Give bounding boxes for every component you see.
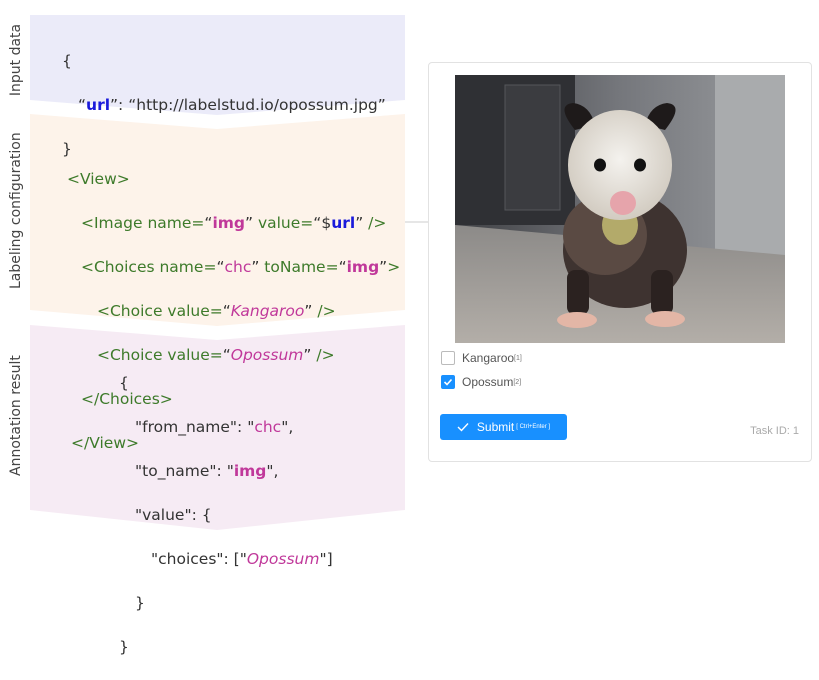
input-url-key: url	[86, 96, 111, 114]
opossum-hotkey: [2]	[513, 378, 522, 386]
image-value-attr: value=	[253, 214, 314, 232]
choices-toname-attr: toName=	[259, 258, 339, 276]
input-url-value: “http://labelstud.io/opossum.jpg”	[128, 96, 386, 114]
to-name-key: "to_name":	[135, 462, 227, 480]
result-close-brace: }	[119, 638, 129, 656]
kangaroo-hotkey: [1]	[514, 354, 522, 362]
labeling-config-code: <View> <Image name=“img” value=“$url” />…	[67, 146, 400, 476]
choices-key: "choices": ["	[151, 550, 247, 568]
kangaroo-label: Kangaroo	[462, 351, 515, 365]
from-name-value: chc	[254, 418, 282, 436]
from-name-key: "from_name":	[135, 418, 248, 436]
result-panel	[30, 325, 405, 530]
image-tag: <Image name=	[81, 214, 205, 232]
pipeline-panels	[30, 15, 428, 530]
opossum-image	[455, 75, 785, 343]
annotation-result-label: Annotation result	[8, 355, 24, 476]
result-open-brace: {	[119, 374, 129, 392]
image-name-value: img	[212, 214, 245, 232]
inner-close-brace: }	[135, 594, 145, 612]
kangaroo-checkbox[interactable]	[441, 351, 455, 365]
to-name-line: "to_name": "img",	[135, 462, 279, 480]
choices-toname-value: img	[346, 258, 380, 276]
choice-opossum[interactable]: Opossum[2]	[441, 375, 521, 389]
submit-button[interactable]: Submit[ Ctrl+Enter ]	[440, 414, 567, 440]
choices-line: "choices": ["Opossum"]	[151, 550, 333, 568]
view-close-tag: </View>	[71, 434, 139, 452]
image-value-var: url	[331, 214, 356, 232]
opossum-label: Opossum	[462, 375, 514, 389]
view-open-tag: <View>	[67, 170, 130, 188]
checkmark-icon	[443, 378, 453, 386]
input-url-line: “url”: “http://labelstud.io/opossum.jpg”	[78, 96, 386, 114]
submit-label: Submit	[476, 420, 515, 434]
choices-close-tag: </Choices>	[81, 390, 173, 408]
choices-value: Opossum	[246, 550, 320, 568]
choice1-value: Kangaroo	[230, 302, 305, 320]
check-icon	[457, 423, 469, 432]
annotation-result-code: { "from_name": "chc", "to_name": "img", …	[119, 350, 333, 680]
task-id: Task ID: 1	[750, 425, 799, 437]
choice-kangaroo-line: <Choice value=“Kangaroo” />	[97, 302, 336, 320]
from-name-line: "from_name": "chc",	[135, 418, 294, 436]
annotation-card: Kangaroo[1] Opossum[2] Submit[ Ctrl+Ente…	[428, 62, 812, 462]
choice-opossum-line: <Choice value=“Opossum” />	[97, 346, 335, 364]
input-data-code: { “url”: “http://labelstud.io/opossum.jp…	[62, 28, 386, 182]
labeling-configuration-label: Labeling configuration	[8, 132, 24, 289]
choice-kangaroo[interactable]: Kangaroo[1]	[441, 351, 522, 365]
input-close-brace: }	[62, 140, 72, 158]
submit-shortcut-hint: [ Ctrl+Enter ]	[516, 424, 551, 430]
choice2-tag: <Choice value=	[97, 346, 223, 364]
choices-name-value: chc	[224, 258, 252, 276]
input-data-label: Input data	[8, 23, 24, 97]
to-name-value: img	[233, 462, 267, 480]
input-panel	[30, 15, 405, 115]
choices-tag-line: <Choices name=“chc” toName=“img”>	[81, 258, 401, 276]
choice2-value: Opossum	[230, 346, 304, 364]
choice1-tag: <Choice value=	[97, 302, 223, 320]
config-panel	[30, 114, 405, 326]
image-tag-line: <Image name=“img” value=“$url” />	[81, 214, 387, 232]
input-open-brace: {	[62, 52, 72, 70]
choices-tag: <Choices name=	[81, 258, 217, 276]
value-line: "value": {	[135, 506, 212, 524]
opossum-checkbox[interactable]	[441, 375, 455, 389]
